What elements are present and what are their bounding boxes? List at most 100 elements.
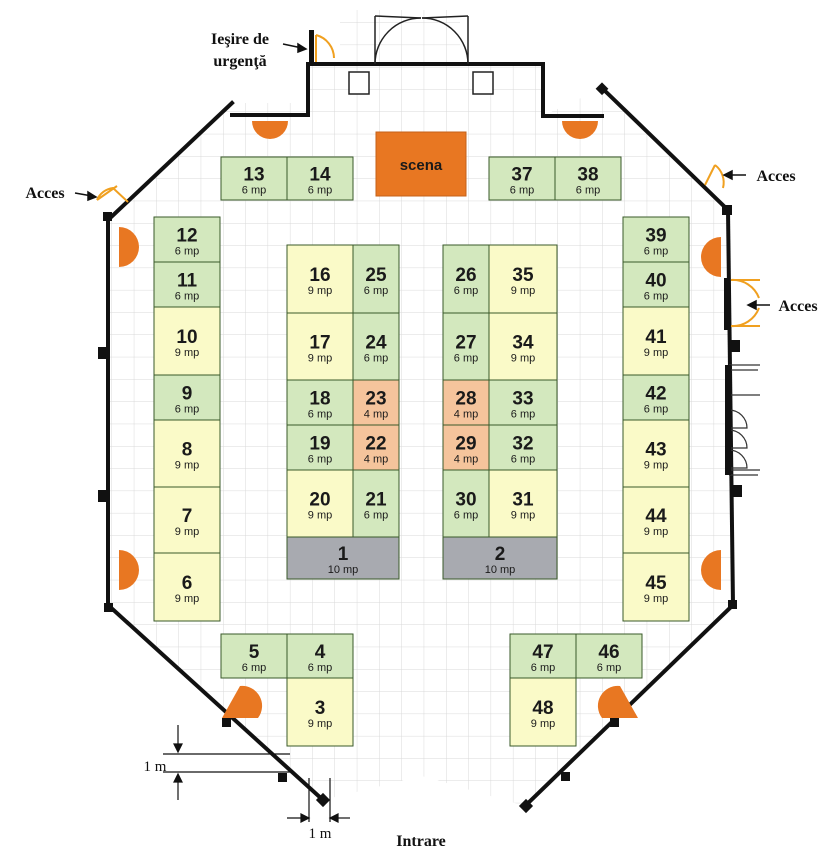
booth-area: 9 mp <box>308 718 332 730</box>
wall-pillars <box>98 82 742 814</box>
booth-area: 6 mp <box>597 662 621 674</box>
booth-area: 9 mp <box>308 353 332 365</box>
booth-number: 12 <box>176 226 197 247</box>
booth-number: 3 <box>315 698 326 719</box>
booth-14[interactable]: 146 mp <box>286 156 354 201</box>
booth-27[interactable]: 276 mp <box>442 312 490 381</box>
booth-42[interactable]: 426 mp <box>622 374 690 421</box>
booth-rect <box>554 156 622 201</box>
booth-area: 6 mp <box>364 285 388 297</box>
booth-33[interactable]: 336 mp <box>488 379 558 426</box>
booth-16[interactable]: 169 mp <box>286 244 354 314</box>
booth-12[interactable]: 126 mp <box>153 216 221 263</box>
booth-rect <box>153 261 221 308</box>
booth-area: 6 mp <box>308 454 332 466</box>
booth-area: 9 mp <box>175 593 199 605</box>
booth-48[interactable]: 489 mp <box>509 677 577 747</box>
booth-area: 6 mp <box>576 185 600 197</box>
booth-area: 6 mp <box>242 662 266 674</box>
scale-markers <box>163 725 350 823</box>
booth-area: 9 mp <box>511 285 535 297</box>
booth-number: 24 <box>365 333 387 354</box>
booth-32[interactable]: 326 mp <box>488 424 558 471</box>
booth-number: 35 <box>512 265 534 286</box>
booth-26[interactable]: 266 mp <box>442 244 490 314</box>
booth-number: 13 <box>243 165 264 186</box>
booth-number: 18 <box>309 389 330 410</box>
booth-22[interactable]: 224 mp <box>352 424 400 471</box>
booth-area: 9 mp <box>644 526 668 538</box>
booth-rect <box>153 419 221 488</box>
booth-7[interactable]: 79 mp <box>153 486 221 554</box>
booth-rect <box>622 486 690 554</box>
booth-38[interactable]: 386 mp <box>554 156 622 201</box>
booth-43[interactable]: 439 mp <box>622 419 690 488</box>
booth-18[interactable]: 186 mp <box>286 379 354 426</box>
booth-number: 9 <box>182 384 193 405</box>
booth-30[interactable]: 306 mp <box>442 469 490 538</box>
booth-35[interactable]: 359 mp <box>488 244 558 314</box>
booth-5[interactable]: 56 mp <box>220 633 288 679</box>
booth-31[interactable]: 319 mp <box>488 469 558 538</box>
booth-number: 4 <box>315 642 326 663</box>
booth-4[interactable]: 46 mp <box>286 633 354 679</box>
booth-rect <box>488 156 556 201</box>
booth-area: 6 mp <box>242 185 266 197</box>
booth-9[interactable]: 96 mp <box>153 374 221 421</box>
booth-20[interactable]: 209 mp <box>286 469 354 538</box>
booth-number: 7 <box>182 506 193 527</box>
columns <box>119 121 721 718</box>
booth-6[interactable]: 69 mp <box>153 552 221 622</box>
booth-rect <box>622 216 690 263</box>
booth-44[interactable]: 449 mp <box>622 486 690 554</box>
booth-number: 10 <box>176 327 197 348</box>
booth-number: 8 <box>182 440 193 461</box>
booth-rect <box>220 633 288 679</box>
booth-number: 37 <box>511 165 532 186</box>
booth-number: 32 <box>512 434 533 455</box>
booth-3[interactable]: 39 mp <box>286 677 354 747</box>
booth-10[interactable]: 109 mp <box>153 306 221 376</box>
booth-17[interactable]: 179 mp <box>286 312 354 381</box>
booth-number: 46 <box>598 642 619 663</box>
booth-13[interactable]: 136 mp <box>220 156 288 201</box>
booth-34[interactable]: 349 mp <box>488 312 558 381</box>
booth-area: 6 mp <box>454 510 478 522</box>
booth-area: 9 mp <box>644 460 668 472</box>
column <box>252 121 288 139</box>
booth-area: 9 mp <box>175 526 199 538</box>
booth-1[interactable]: 110 mp <box>286 536 400 580</box>
booth-29[interactable]: 294 mp <box>442 424 490 471</box>
booth-11[interactable]: 116 mp <box>153 261 221 308</box>
booth-24[interactable]: 246 mp <box>352 312 400 381</box>
booth-45[interactable]: 459 mp <box>622 552 690 622</box>
column <box>119 550 139 590</box>
booth-23[interactable]: 234 mp <box>352 379 400 426</box>
booth-28[interactable]: 284 mp <box>442 379 490 426</box>
booth-8[interactable]: 89 mp <box>153 419 221 488</box>
booth-41[interactable]: 419 mp <box>622 306 690 376</box>
booth-39[interactable]: 396 mp <box>622 216 690 263</box>
booth-46[interactable]: 466 mp <box>575 633 643 679</box>
booth-37[interactable]: 376 mp <box>488 156 556 201</box>
booth-40[interactable]: 406 mp <box>622 261 690 308</box>
booth-rect <box>220 156 288 201</box>
booth-area: 6 mp <box>511 454 535 466</box>
booth-19[interactable]: 196 mp <box>286 424 354 471</box>
booth-21[interactable]: 216 mp <box>352 469 400 538</box>
booth-area: 6 mp <box>308 409 332 421</box>
booth-area: 9 mp <box>644 593 668 605</box>
booth-47[interactable]: 476 mp <box>509 633 577 679</box>
booth-rect <box>153 216 221 263</box>
booth-area: 4 mp <box>364 454 388 466</box>
booth-number: 34 <box>512 333 534 354</box>
booth-2[interactable]: 210 mp <box>442 536 558 580</box>
booth-rect <box>286 536 400 580</box>
booth-25[interactable]: 256 mp <box>352 244 400 314</box>
booth-area: 9 mp <box>308 510 332 522</box>
booth-area: 6 mp <box>644 291 668 303</box>
booth-area: 9 mp <box>644 347 668 359</box>
booth-area: 6 mp <box>364 353 388 365</box>
booth-rect <box>488 379 558 426</box>
